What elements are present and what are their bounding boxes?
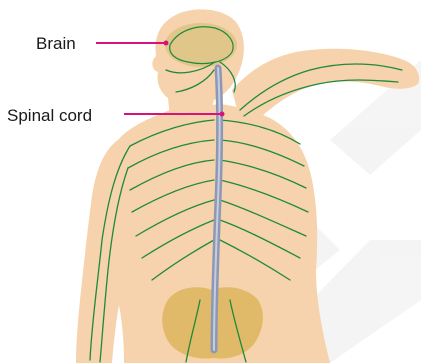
spinal-cord-label: Spinal cord [7,107,92,124]
brain-label: Brain [36,35,76,52]
brain [165,23,237,67]
spinal-cord-pointer-dot [220,112,225,117]
brain-pointer-dot [164,41,169,46]
